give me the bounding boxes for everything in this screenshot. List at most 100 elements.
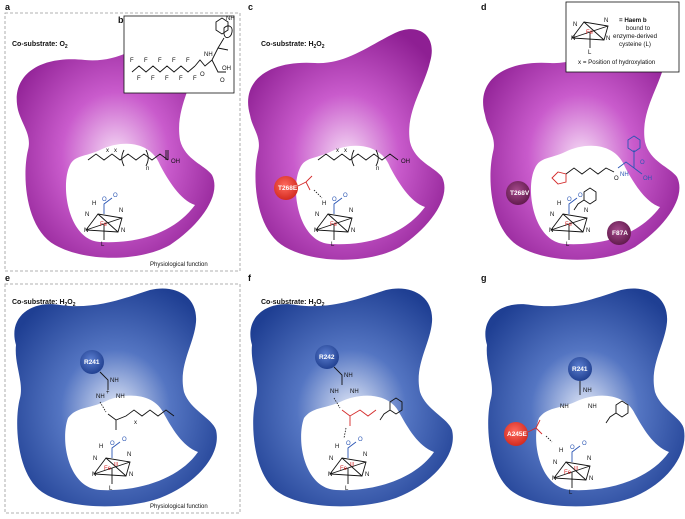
svg-text:F: F (165, 76, 169, 82)
svg-text:L: L (569, 490, 573, 496)
residue-a245e: A245E (504, 419, 553, 446)
svg-text:N: N (85, 212, 89, 218)
panel-label-e: e (5, 273, 10, 283)
enzyme-pocket-f (250, 288, 453, 507)
svg-text:N: N (553, 460, 557, 466)
panel-label-f: f (248, 273, 252, 283)
haem-a: N N N N Fe L H O O (84, 193, 125, 248)
cosubstrate-e: Co-substrate: H2O2 (12, 299, 76, 308)
haem-e: N N N N Fe III L H O O (92, 437, 133, 492)
decoy-molecule-d: O OH O NH (551, 135, 652, 185)
svg-text:N: N (349, 208, 353, 214)
svg-text:NH: NH (110, 378, 119, 384)
svg-text:O: O (332, 197, 337, 203)
mutation-a245e: A245E (507, 431, 528, 438)
svg-text:OH: OH (643, 176, 652, 182)
residue-t268v: T268V (506, 181, 530, 205)
svg-text:L: L (566, 242, 570, 248)
svg-text:H: H (335, 444, 339, 450)
svg-text:O: O (102, 197, 107, 203)
svg-text:O: O (346, 441, 351, 447)
svg-text:O: O (122, 437, 127, 443)
haem-g: N N N N Fe III L H O O (552, 441, 593, 496)
svg-text:N: N (586, 228, 590, 234)
position-x-a1: x (106, 148, 109, 154)
svg-text:L: L (109, 486, 113, 492)
svg-text:N: N (573, 22, 577, 28)
svg-text:O: O (343, 193, 348, 199)
svg-text:NH: NH (204, 52, 213, 58)
svg-text:N: N (606, 36, 610, 42)
svg-text:F: F (144, 58, 148, 64)
svg-text:NH: NH (330, 389, 339, 395)
svg-text:O: O (640, 160, 645, 166)
svg-text:O: O (200, 72, 205, 78)
svg-text:N: N (329, 456, 333, 462)
svg-text:L: L (331, 242, 335, 248)
svg-text:N: N (119, 208, 123, 214)
haem-c: N N N N Fe L H O O (314, 193, 355, 248)
physiological-box-bottom (4, 283, 241, 514)
svg-text:N: N (587, 456, 591, 462)
styrene-f (379, 397, 403, 421)
svg-text:N: N (552, 476, 556, 482)
svg-text:III: III (574, 466, 578, 472)
svg-text:R242: R242 (319, 354, 335, 361)
svg-text:N: N (589, 476, 593, 482)
mutation-f87a: F87A (612, 230, 628, 237)
svg-text:Fe: Fe (564, 470, 572, 476)
svg-text:F: F (179, 76, 183, 82)
svg-text:N: N (127, 452, 131, 458)
svg-text:III: III (114, 462, 118, 468)
panel-label-d: d (481, 2, 487, 12)
svg-text:N: N (129, 472, 133, 478)
svg-text:H: H (92, 201, 96, 207)
svg-text:Fe: Fe (340, 466, 348, 472)
svg-text:L: L (588, 50, 592, 56)
svg-text:Fe: Fe (586, 30, 594, 36)
svg-text:O: O (578, 193, 583, 199)
svg-text:N: N (314, 228, 318, 234)
svg-text:R241: R241 (84, 359, 100, 366)
svg-text:H: H (322, 201, 326, 207)
enzyme-pocket-e (14, 288, 217, 507)
svg-text:O: O (570, 445, 575, 451)
fatty-acid-substrate-c: x x n OH (317, 148, 410, 172)
svg-text:N: N (93, 456, 97, 462)
legend-haem-b: = Haem b (619, 17, 647, 24)
svg-text:N: N (550, 212, 554, 218)
svg-text:R241: R241 (572, 366, 588, 373)
footer-a: Physiological function (150, 262, 208, 268)
n-subscript-a: n (146, 166, 149, 172)
svg-text:O: O (358, 437, 363, 443)
svg-text:F: F (130, 58, 134, 64)
svg-text:NH: NH (226, 16, 235, 22)
svg-text:N: N (584, 208, 588, 214)
position-x-a2: x (114, 148, 117, 154)
svg-text:N: N (84, 228, 88, 234)
svg-text:n: n (376, 166, 379, 172)
svg-text:H: H (557, 201, 561, 207)
residue-r242-f: R242 NH NH NH (315, 345, 377, 439)
perfluoro-tryptophan-structure: F F F F F F F F F F O NH OH O NH (130, 16, 235, 84)
svg-text:N: N (549, 228, 553, 234)
residue-t268e: T268E (274, 175, 323, 200)
svg-text:NH: NH (560, 404, 569, 410)
enzyme-pocket-g (485, 288, 685, 507)
svg-text:NH: NH (116, 394, 125, 400)
residue-r241-e: R241 NH NH NH + x (80, 350, 175, 430)
svg-text:N: N (121, 228, 125, 234)
svg-text:N: N (92, 472, 96, 478)
panel-label-c: c (248, 2, 253, 12)
svg-text:O: O (582, 441, 587, 447)
svg-text:+: + (106, 390, 110, 396)
svg-text:OH: OH (222, 66, 231, 72)
svg-text:NH: NH (588, 404, 597, 410)
svg-text:x: x (134, 420, 137, 426)
fatty-acid-substrate-a: x x n OH (87, 148, 180, 172)
svg-text:L: L (345, 486, 349, 492)
svg-text:F: F (186, 58, 190, 64)
svg-text:N: N (365, 472, 369, 478)
styrene-d (573, 187, 597, 211)
